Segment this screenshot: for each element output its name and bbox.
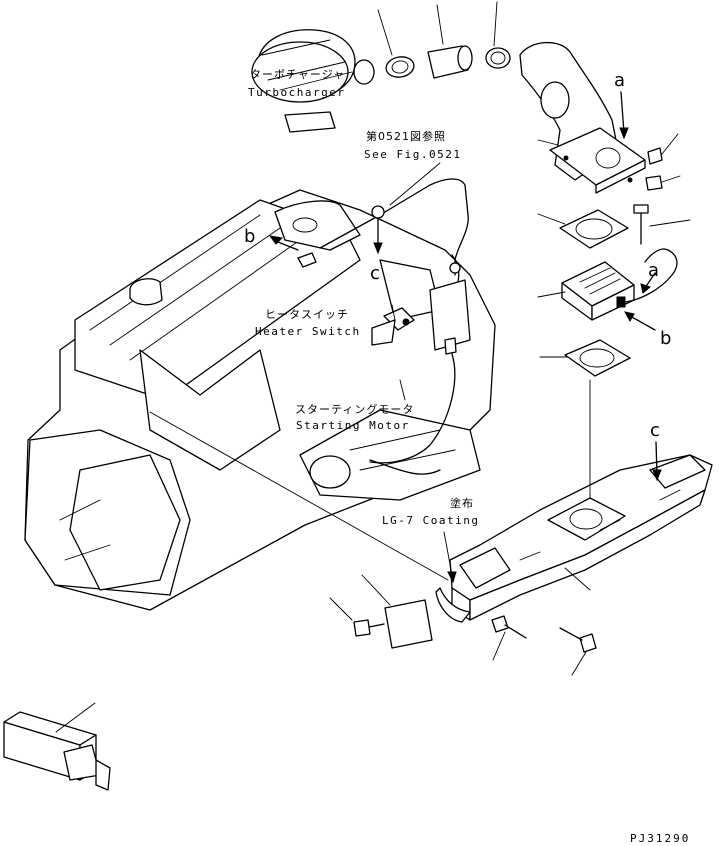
engine-block — [24, 189, 496, 611]
see-fig-label-en: See Fig.0521 — [364, 148, 461, 161]
manifold-bolts — [329, 597, 597, 676]
mounting-plate — [361, 574, 433, 649]
marker-a-right: a — [648, 260, 659, 281]
turbocharger — [251, 29, 375, 133]
gasket-lower — [539, 339, 631, 377]
marker-b-left: b — [244, 226, 255, 247]
marker-b-right: b — [660, 328, 671, 349]
heater-switch — [371, 307, 415, 346]
turbocharger-label-jp: ターボチャージャ — [250, 68, 345, 81]
turbocharger-label-en: Turbocharger — [248, 86, 345, 99]
heater-relay — [369, 254, 471, 464]
starting-motor-label-jp: スターティングモータ — [295, 402, 414, 416]
marker-c-left: c — [370, 263, 380, 284]
coating-label-jp: 塗布 — [450, 496, 474, 510]
leader-line-engine — [149, 411, 449, 581]
callout-leaders — [268, 91, 662, 584]
heater-cable — [297, 178, 469, 276]
coating-label-en: LG-7 Coating — [382, 514, 479, 527]
heater-switch-label-en: Heater Switch — [255, 325, 361, 338]
drawing-code: PJ31290 — [630, 832, 690, 845]
gasket-upper — [537, 209, 629, 249]
marker-a-top: a — [614, 70, 625, 91]
air-elbow-pipe — [519, 41, 646, 194]
see-fig-label-jp: 第0521図参照 — [366, 129, 446, 143]
heater-switch-label-jp: ヒータスイッチ — [265, 308, 349, 321]
mounting-bolts-top — [633, 133, 691, 245]
marker-c-right: c — [650, 420, 660, 441]
intake-manifold — [435, 379, 713, 623]
hose-clamps — [377, 1, 511, 79]
starting-motor-label-en: Starting Motor — [296, 419, 410, 432]
heater-element — [537, 248, 678, 321]
service-tool — [3, 702, 111, 791]
